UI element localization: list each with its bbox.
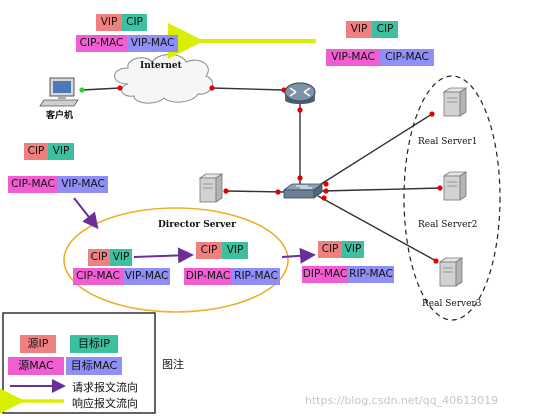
director-server-icon xyxy=(198,173,224,203)
router-icon xyxy=(284,82,316,104)
legend-request-label: 请求报文流向 xyxy=(72,381,138,394)
header-top-right-src-mac: VIP-MAC xyxy=(326,49,380,66)
request-arrow-client-to-director xyxy=(73,197,99,230)
internet-label: Internet xyxy=(140,61,182,71)
header-director-in-dst-ip: VIP xyxy=(110,249,132,266)
legend-caption: 图注 xyxy=(162,358,184,371)
request-arrow-director-internal xyxy=(133,247,194,264)
header-top-right-dst-mac: CIP-MAC xyxy=(380,49,434,66)
header-director-out-src-mac: DIP-MAC xyxy=(184,268,232,285)
request-arrow-director-to-rs xyxy=(281,247,316,264)
real-server2-label: Real Server2 xyxy=(418,220,478,230)
header-director-in-src-ip: CIP xyxy=(88,249,110,266)
header-top-left-src-ip: VIP xyxy=(96,14,122,31)
legend-dst-mac: 目标MAC xyxy=(66,357,122,375)
watermark-text: https://blog.csdn.net/qq_40613019 xyxy=(305,394,499,407)
real-server3-label: Real Server3 xyxy=(422,299,482,309)
director-group-ellipse xyxy=(63,207,289,313)
header-client-dst-ip: VIP xyxy=(48,143,74,160)
header-to-rs-src-mac: DIP-MAC xyxy=(302,266,348,283)
header-top-left-dst-mac: VIP-MAC xyxy=(127,35,178,52)
header-director-in-dst-mac: VIP-MAC xyxy=(123,268,170,285)
header-to-rs-src-ip: CIP xyxy=(318,241,342,258)
header-to-rs-dst-mac: RIP-MAC xyxy=(348,266,394,283)
legend-response-label: 响应报文流向 xyxy=(72,397,138,410)
header-director-out-dst-mac: RIP-MAC xyxy=(232,268,280,285)
header-top-right-src-ip: VIP xyxy=(346,21,372,38)
header-client-src-mac: CIP-MAC xyxy=(8,176,58,193)
header-director-out-dst-ip: VIP xyxy=(222,242,248,259)
real-server1-icon xyxy=(442,87,468,117)
director-label: Director Server xyxy=(158,220,236,230)
link-dots xyxy=(79,85,443,264)
switch-icon xyxy=(282,183,324,199)
header-top-right-dst-ip: CIP xyxy=(372,21,398,38)
real-servers-group-ellipse xyxy=(403,75,501,321)
client-computer-icon xyxy=(39,77,79,107)
real-server2-icon xyxy=(442,171,468,201)
header-client-dst-mac: VIP-MAC xyxy=(58,176,108,193)
legend-src-ip: 源IP xyxy=(20,335,56,353)
header-top-left-dst-ip: CIP xyxy=(122,14,147,31)
real-server1-label: Real Server1 xyxy=(418,137,478,147)
network-links xyxy=(81,87,443,263)
header-client-src-ip: CIP xyxy=(24,143,48,160)
header-to-rs-dst-ip: VIP xyxy=(342,241,364,258)
header-director-in-src-mac: CIP-MAC xyxy=(73,268,123,285)
legend-src-mac: 源MAC xyxy=(8,357,64,375)
internet-cloud-icon xyxy=(114,54,213,104)
real-server3-icon xyxy=(438,257,464,287)
legend-frame xyxy=(2,312,156,414)
header-director-out-src-ip: CIP xyxy=(196,242,222,259)
header-top-left-src-mac: CIP-MAC xyxy=(76,35,127,52)
client-label: 客户机 xyxy=(46,111,74,121)
legend-dst-ip: 目标IP xyxy=(70,335,118,353)
